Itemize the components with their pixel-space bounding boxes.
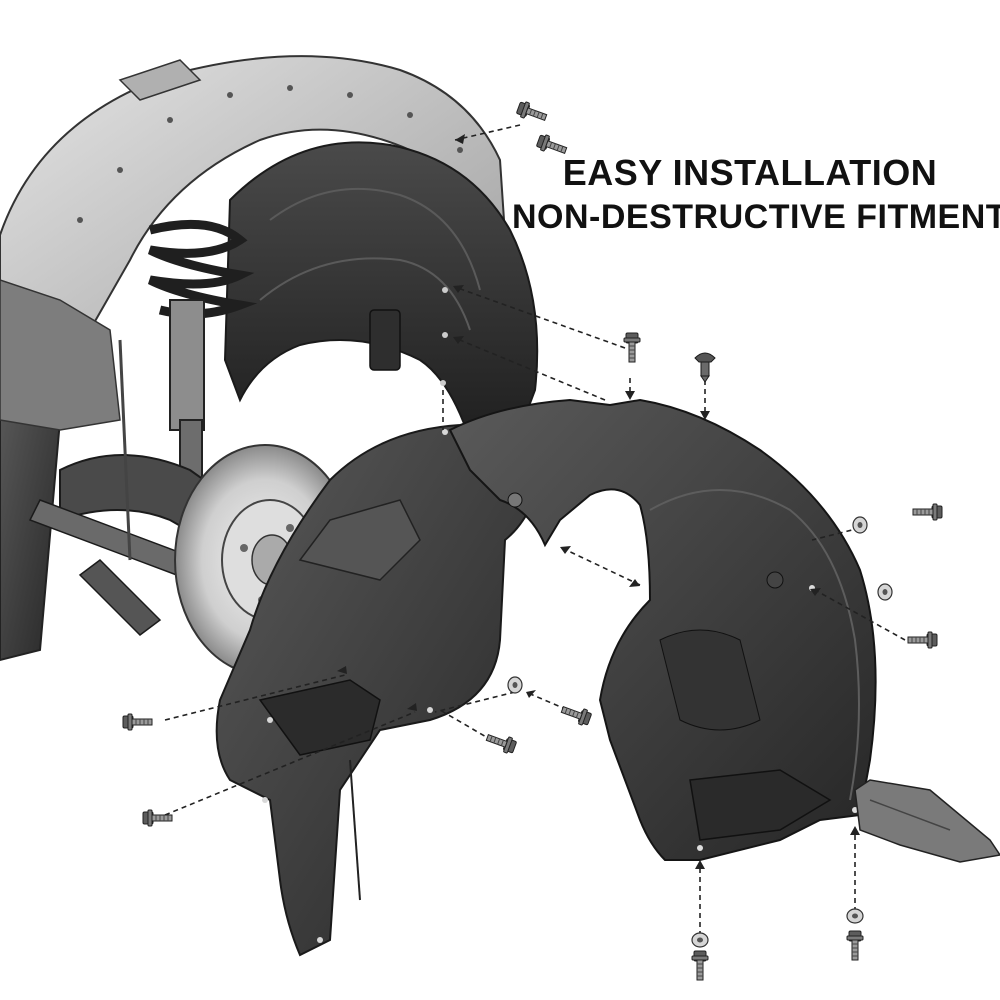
bolt-icon xyxy=(484,729,518,756)
installed-liner xyxy=(223,141,539,442)
vehicle-body xyxy=(0,55,506,662)
bolt-icon xyxy=(846,930,864,961)
leader-arrowheads xyxy=(337,134,860,869)
bolt-icon xyxy=(122,713,153,731)
bolt-icon xyxy=(623,332,641,363)
bolt-icon xyxy=(142,809,173,827)
bolt-icon xyxy=(691,950,709,981)
washer-icon xyxy=(691,932,709,948)
washer-icon xyxy=(877,583,893,601)
headline-non-destructive-fitment: NON-DESTRUCTIVE FITMENT xyxy=(512,198,1000,236)
push-clip-icon xyxy=(694,352,716,383)
bolt-icon xyxy=(907,631,938,649)
washer-icon xyxy=(846,908,864,924)
arch-liner xyxy=(448,398,877,861)
leader-lines xyxy=(164,124,906,945)
bolt-icon xyxy=(559,701,593,728)
splash-tail xyxy=(854,779,1000,863)
bolt-icon xyxy=(912,503,943,521)
washer-icon xyxy=(507,676,523,694)
headline-easy-installation: EASY INSTALLATION xyxy=(562,152,938,193)
front-liner-section xyxy=(215,413,542,957)
washer-icon xyxy=(852,516,868,534)
suspension-strut xyxy=(28,219,262,636)
bolt-icon xyxy=(515,99,549,126)
